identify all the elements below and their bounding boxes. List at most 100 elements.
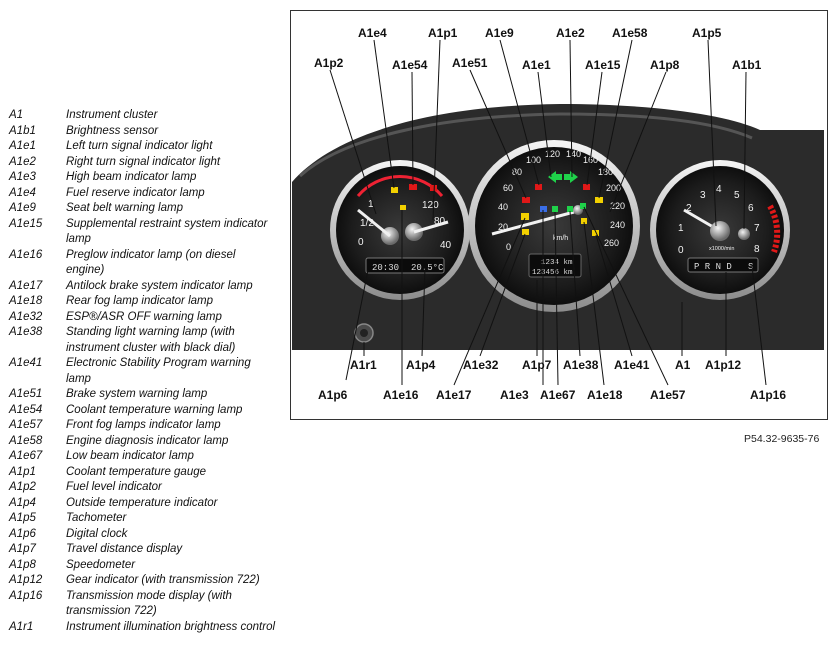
callout-A1e15: A1e15: [585, 58, 621, 72]
callout-A1p12: A1p12: [705, 358, 741, 372]
legend-description: Rear fog lamp indicator lamp: [66, 295, 214, 307]
legend-code: A1e17: [9, 279, 43, 292]
legend-code: A1e15: [9, 217, 43, 230]
legend-code: A1: [9, 109, 24, 121]
legend-description: Brake system warning lamp: [66, 388, 208, 400]
callout-A1p6: A1p6: [318, 388, 348, 402]
rpm-tick-7: 7: [754, 223, 760, 234]
legend-code: A1e58: [9, 434, 43, 447]
esp-warning-lamp: [592, 230, 599, 236]
outside-temp-display: 20.5°C: [411, 263, 444, 273]
legend-row: A1e4 Fuel reserve indicator lamp: [9, 186, 279, 202]
callout-A1e38: A1e38: [563, 358, 599, 372]
legend-code: A1e38: [9, 326, 43, 338]
seat-belt-lamp: [535, 184, 542, 190]
legend-description: Fuel reserve indicator lamp: [66, 186, 205, 199]
legend-row: A1p7 Travel distance display: [9, 542, 279, 558]
callout-A1e3: A1e3: [500, 388, 529, 402]
legend-code: A1e4: [9, 186, 36, 199]
legend-code: A1e51: [9, 388, 43, 400]
speed-tick-120: 120: [545, 149, 560, 159]
legend-code: A1e18: [9, 295, 43, 307]
legend-description: High beam indicator lamp: [66, 171, 197, 183]
left-turn-signal-lamp: [548, 171, 562, 183]
legend-description: Travel distance display: [66, 543, 183, 555]
speed-tick-220: 220: [610, 201, 625, 211]
leader-lines: [329, 39, 767, 386]
speed-tick-40: 40: [498, 202, 508, 212]
coolant-warning-lamp: [409, 184, 417, 190]
callout-A1e18: A1e18: [587, 388, 623, 402]
speed-tick-0: 0: [506, 242, 511, 252]
low-beam-lamp: [552, 206, 558, 212]
legend-code: A1e32: [9, 310, 43, 323]
callout-A1e41: A1e41: [614, 358, 650, 372]
legend-row: A1e51 Brake system warning lamp: [9, 387, 279, 403]
legend-code: A1e3: [9, 171, 36, 183]
callout-A1p8: A1p8: [650, 58, 680, 72]
callout-A1e2: A1e2: [556, 26, 585, 40]
preglow-lamp: [400, 205, 406, 210]
callout-A1: A1: [675, 358, 691, 372]
legend-code: A1p8: [9, 558, 36, 571]
legend-description: Tachometer: [66, 512, 127, 524]
callout-A1p16: A1p16: [750, 388, 786, 402]
legend-description: Standing light warning lamp (with instru…: [66, 326, 236, 354]
rpm-tick-2: 2: [686, 203, 692, 214]
figure-reference: P54.32-9635-76: [744, 433, 820, 445]
speed-tick-180: 180: [598, 167, 613, 177]
legend-description: Instrument cluster: [66, 109, 158, 121]
legend-code: A1p7: [9, 543, 36, 555]
callout-A1e17: A1e17: [436, 388, 472, 402]
legend-row: A1p4 Outside temperature indicator: [9, 496, 279, 512]
fuel-tick-1: 1: [368, 199, 374, 210]
speed-tick-140: 140: [566, 149, 581, 159]
callout-A1p5: A1p5: [692, 26, 722, 40]
legend-row: A1e38 Standing light warning lamp (with i…: [9, 325, 279, 356]
legend-description: Electronic Stability Program warning lam…: [66, 357, 251, 385]
speed-tick-100: 100: [526, 155, 541, 165]
legend-description: Low beam indicator lamp: [66, 450, 194, 462]
legend-code: A1p1: [9, 465, 36, 478]
engine-diagnosis-lamp: [595, 197, 603, 203]
legend-code: A1p16: [9, 589, 43, 602]
fuel-tick-0: 0: [358, 237, 364, 248]
cluster-hood: [298, 112, 753, 178]
legend-code: A1p4: [9, 496, 36, 509]
speedometer: 0 20 40 60 80 100 120 140 160 180 200 22…: [468, 140, 640, 312]
legend-code: A1e2: [9, 155, 36, 168]
total-odometer: 123456 km: [532, 269, 573, 277]
callout-A1e16: A1e16: [383, 388, 419, 402]
legend-code: A1r1: [9, 620, 34, 633]
callout-A1e57: A1e57: [650, 388, 686, 402]
rpm-tick-1: 1: [678, 223, 684, 234]
rpm-tick-0: 0: [678, 245, 684, 256]
legend-description: Speedometer: [66, 558, 136, 571]
brake-system-lamp: [522, 197, 530, 203]
coolant-tick-80: 80: [434, 216, 446, 227]
high-beam-lamp: [540, 206, 547, 212]
legend-description: Left turn signal indicator light: [66, 140, 213, 152]
legend-description: Gear indicator (with transmission 722): [66, 574, 260, 586]
legend-code: A1e9: [9, 202, 36, 214]
legend-code: A1p5: [9, 512, 36, 524]
legend-code: A1p2: [9, 481, 36, 493]
callout-A1e1: A1e1: [522, 58, 551, 72]
gear-indicator: P R N D: [694, 262, 732, 272]
legend-description: Outside temperature indicator: [66, 496, 218, 509]
callout-A1p1: A1p1: [428, 26, 458, 40]
rpm-unit: x1000/min: [709, 246, 734, 252]
speed-unit: km/h: [553, 235, 568, 242]
speed-tick-200: 200: [606, 183, 621, 193]
legend-description: Digital clock: [66, 527, 128, 540]
fuel-reserve-lamp: [391, 187, 398, 193]
rpm-tick-4: 4: [716, 184, 722, 195]
